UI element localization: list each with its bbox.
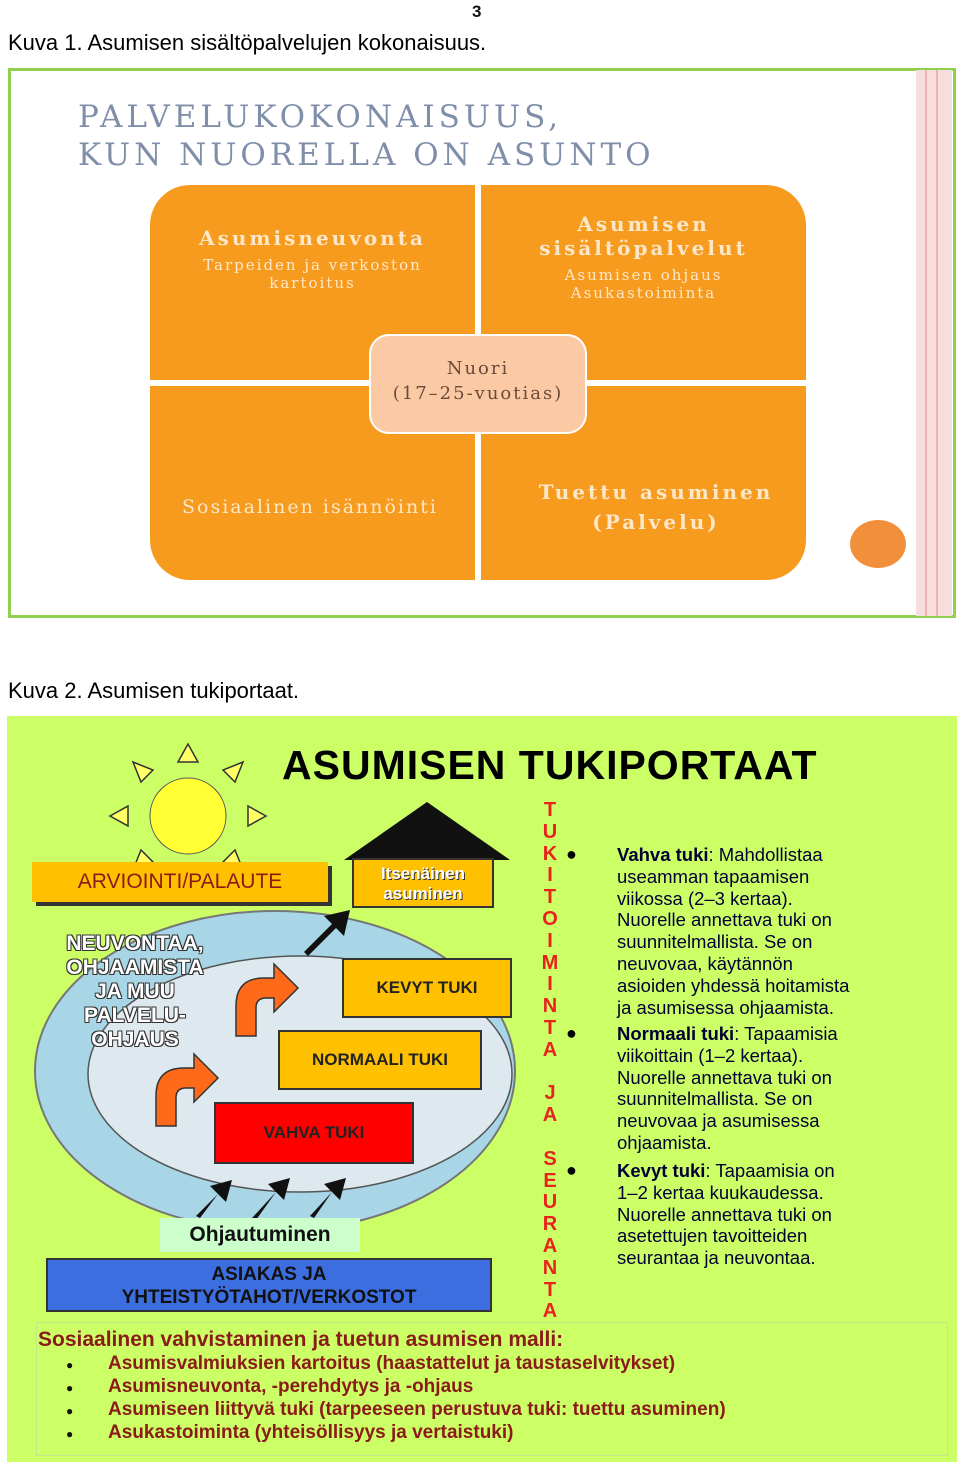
kevyt-tuki-step: KEVYT TUKI: [342, 958, 512, 1018]
decorative-strip: [916, 70, 952, 616]
figure1-title: PALVELUKOKONAISUUS, KUN NUORELLA ON ASUN…: [78, 99, 655, 173]
bullet-icon: ●: [566, 844, 577, 864]
decorative-line: [936, 70, 938, 616]
model-list: ●Asumisvalmiuksien kartoitus (haastattel…: [66, 1353, 726, 1443]
vahva-tuki-step: VAHVA TUKI: [214, 1102, 414, 1164]
page-number: 3: [472, 2, 482, 21]
support-kevyt: Kevyt tuki: Tapaamisia on 1–2 kertaa kuu…: [617, 1160, 835, 1269]
arviointi-label: ARVIOINTI/PALAUTE: [32, 862, 328, 902]
bullet-icon: ●: [66, 1358, 74, 1372]
model-box: [36, 1322, 948, 1456]
decorative-line: [925, 70, 927, 616]
bullet-icon: ●: [66, 1404, 74, 1418]
bullet-icon: ●: [566, 1023, 577, 1043]
decorative-circle: [850, 520, 906, 568]
curved-arrows-icon: [155, 962, 300, 1127]
itsenainen-asuminen-step: Itsenäinen asuminen: [352, 858, 494, 908]
bullet-icon: ●: [66, 1381, 74, 1395]
bottom-arrows-icon: [196, 1178, 346, 1220]
sosiaalinen-isannointi-text: Sosiaalinen isännöinti: [182, 496, 438, 518]
figure2-caption: Kuva 2. Asumisen tukiportaat.: [8, 678, 300, 703]
figure2-title: ASUMISEN TUKIPORTAAT: [282, 742, 818, 788]
tuettu-asuminen-text: Asumisen Tuettu asuminen (Palvelu): [538, 480, 774, 534]
ohjautuminen-label: Ohjautuminen: [160, 1218, 360, 1252]
asumisneuvonta-text: Asumisneuvonta Tarpeiden ja verkoston ka…: [199, 226, 426, 292]
bullet-icon: ●: [566, 1160, 577, 1180]
up-arrow-icon: [304, 910, 350, 956]
asiakas-verkostot-box: ASIAKAS JA YHTEISTYÖTAHOT/VERKOSTOT: [46, 1258, 492, 1312]
roof-icon: [344, 802, 510, 860]
neuvonta-text: NEUVONTAA, OHJAAMISTA JA MUU PALVELU- OH…: [66, 932, 204, 1051]
model-title: Sosiaalinen vahvistaminen ja tuetun asum…: [38, 1328, 564, 1351]
normaali-tuki-step: NORMAALI TUKI: [278, 1030, 482, 1090]
support-normaali: Normaali tuki: Tapaamisia viikoittain (1…: [617, 1023, 838, 1153]
sisaltopalvelut-text: Asumisen sisältöpalvelut Asumisen ohjaus…: [539, 212, 748, 302]
figure1-caption: Kuva 1. Asumisen sisältöpalvelujen kokon…: [8, 30, 487, 55]
center-nuori-box: Nuori (17–25-vuotias): [369, 334, 587, 434]
vertical-label-tukitoiminta-ja-seuranta: T U K I T O I M I N T A J A S E U R A N …: [541, 799, 559, 1323]
support-vahva: Vahva tuki: Mahdollistaa useamman tapaam…: [617, 844, 850, 1018]
bullet-icon: ●: [66, 1427, 74, 1441]
